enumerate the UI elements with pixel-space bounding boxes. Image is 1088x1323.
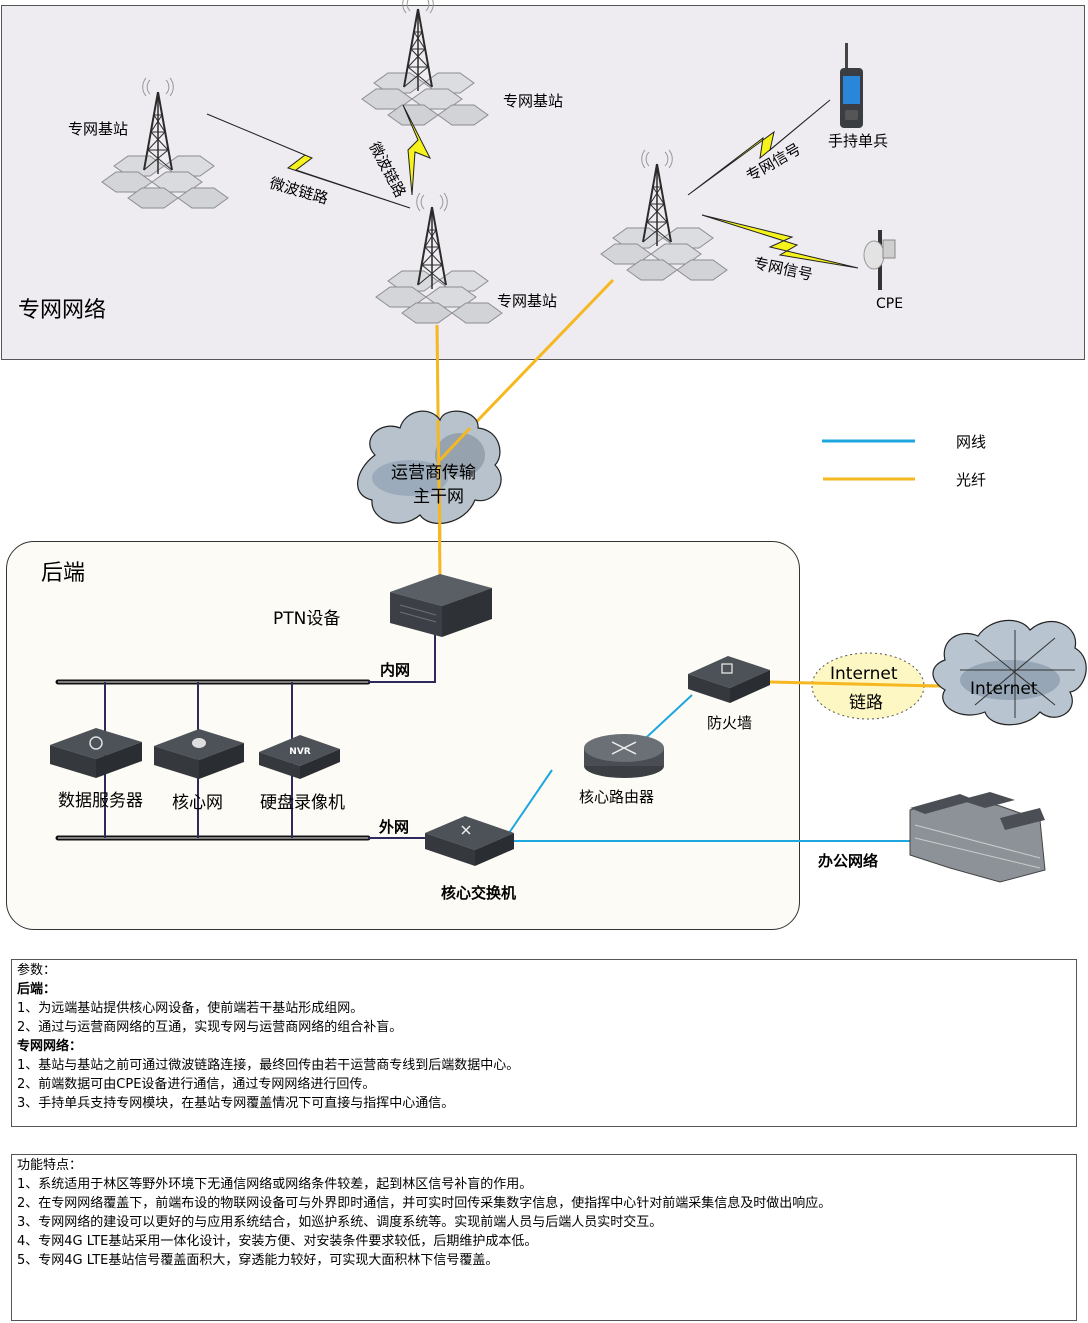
base-station-left	[101, 77, 229, 209]
features-item: 2、在专网网络覆盖下，前端布设的物联网设备可与外界即时通信，并可实时回传采集数字…	[17, 1196, 832, 1211]
params-item: 1、基站与基站之前可通过微波链路连接，最终回传由若干运营商专线到后端数据中心。	[17, 1058, 520, 1073]
microwave-link-icon	[402, 104, 432, 196]
office-network-label: 办公网络	[818, 852, 879, 870]
microwave-link-icon	[206, 113, 411, 209]
params-section-title: 后端：	[17, 982, 57, 997]
base-station-top	[361, 0, 489, 126]
base-station-right	[600, 149, 728, 281]
ptn-device-icon	[390, 574, 492, 637]
cpe-device-icon	[863, 230, 896, 290]
ptn-label: PTN设备	[273, 609, 341, 629]
internet-link-label-line2: 链路	[849, 693, 883, 713]
params-item: 2、通过与运营商网络的互通，实现专网与运营商网络的组合补盲。	[17, 1020, 403, 1035]
internet-cloud-label: Internet	[970, 679, 1038, 699]
internet-link-label-line1: Internet	[830, 664, 898, 684]
office-building-icon	[909, 792, 1046, 883]
switch-to-router-line	[506, 769, 553, 837]
cpe-label: CPE	[876, 296, 904, 312]
core-switch-icon	[425, 816, 514, 866]
private-network-title: 专网网络	[18, 298, 107, 323]
base-station-label: 专网基站	[497, 292, 558, 310]
carrier-cloud-label-line2: 主干网	[413, 487, 464, 507]
fiber-link-overlay	[811, 681, 937, 688]
core-switch-label: 核心交换机	[441, 884, 517, 902]
nvr-label: 硬盘录像机	[260, 793, 345, 813]
data-server-icon	[50, 728, 142, 778]
ptn-to-intranet-line	[368, 632, 436, 683]
core-router-label: 核心路由器	[579, 788, 655, 806]
extranet-label: 外网	[379, 818, 410, 836]
features-item: 3、专网网络的建设可以更好的与应用系统结合，如巡护系统、调度系统等。实现前端人员…	[17, 1215, 663, 1230]
features-heading: 功能特点：	[17, 1158, 83, 1173]
features-item: 5、专网4G LTE基站信号覆盖面积大，穿透能力较好，可实现大面积林下信号覆盖。	[17, 1253, 499, 1268]
handheld-label: 手持单兵	[828, 132, 889, 150]
handheld-device-icon	[840, 43, 863, 128]
firewall-icon	[688, 656, 770, 703]
carrier-cloud-icon	[357, 410, 502, 524]
features-item: 4、专网4G LTE基站采用一体化设计，安装方便、对安装条件要求较低，后期维护成…	[17, 1234, 538, 1249]
network-diagram: NVR	[50, 0, 1087, 883]
parameters-box: 参数： 后端： 1、为远端基站提供核心网设备，使前端若干基站形成组网。 2、通过…	[11, 959, 1077, 1127]
nvr-icon: NVR	[259, 735, 340, 779]
core-router-icon	[584, 734, 664, 778]
params-section-title: 专网网络：	[17, 1039, 83, 1054]
legend-ethernet-label: 网线	[956, 433, 987, 451]
base-station-label: 专网基站	[68, 120, 129, 138]
carrier-cloud-label-line1: 运营商传输	[391, 463, 476, 483]
intranet-label: 内网	[380, 661, 411, 679]
parameters-heading: 参数：	[17, 963, 57, 978]
params-item: 1、为远端基站提供核心网设备，使前端若干基站形成组网。	[17, 1001, 364, 1016]
backend-title: 后端	[41, 561, 86, 586]
params-item: 3、手持单兵支持专网模块，在基站专网覆盖情况下可直接与指挥中心通信。	[17, 1096, 455, 1111]
features-box: 功能特点： 1、系统适用于林区等野外环境下无通信网络或网络条件较差，起到林区信号…	[11, 1154, 1077, 1321]
fiber-link-overlay	[438, 426, 472, 462]
nvr-badge-text: NVR	[289, 747, 310, 757]
params-item: 2、前端数据可由CPE设备进行通信，通过专网网络进行回传。	[17, 1077, 376, 1092]
signal-link-icon	[687, 99, 831, 196]
core-network-icon	[154, 729, 244, 779]
base-station-middle	[375, 192, 503, 324]
internet-cloud-icon	[932, 619, 1087, 726]
core-network-label: 核心网	[172, 793, 223, 813]
features-item: 1、系统适用于林区等野外环境下无通信网络或网络条件较差，起到林区信号补盲的作用。	[17, 1177, 533, 1192]
base-station-label: 专网基站	[503, 92, 564, 110]
fiber-link-overlay	[436, 419, 442, 541]
data-server-label: 数据服务器	[58, 791, 143, 811]
signal-link-icon	[701, 214, 859, 269]
firewall-label: 防火墙	[707, 714, 753, 732]
legend-fiber-label: 光纤	[956, 471, 987, 489]
